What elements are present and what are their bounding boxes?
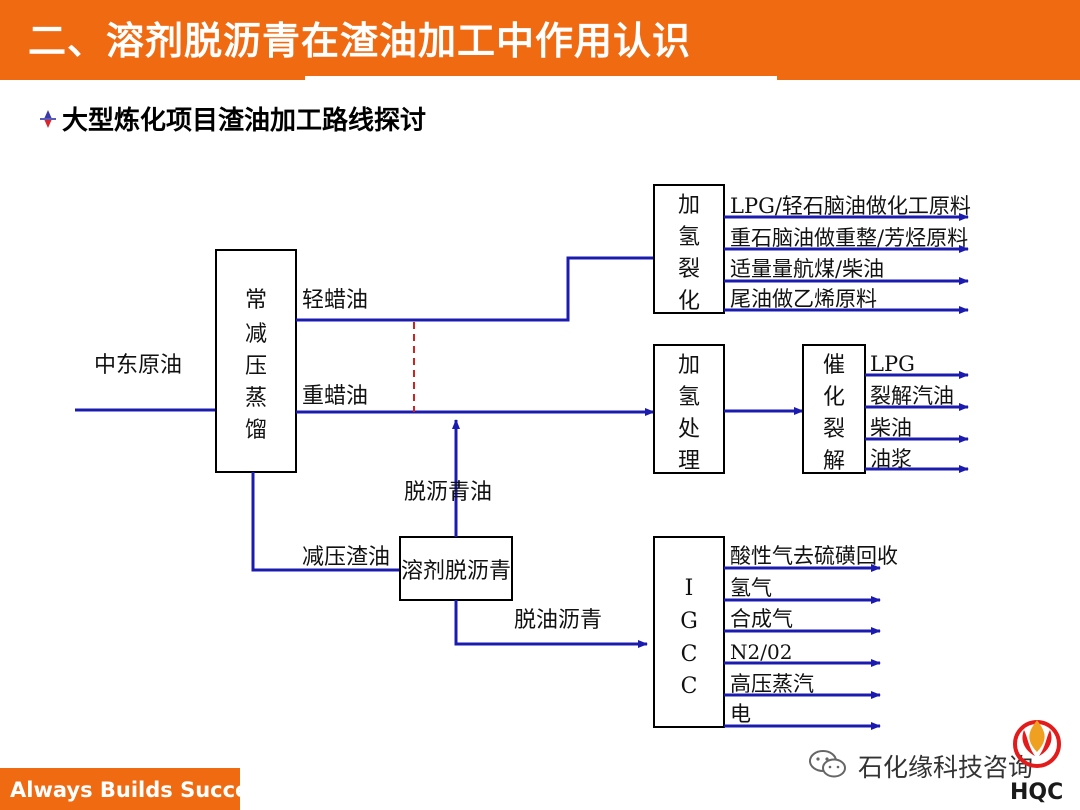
hc-char-1: 加 xyxy=(678,193,700,218)
fcc-char-1: 催 xyxy=(823,353,845,378)
footer-slogan: Always Builds Success xyxy=(10,778,275,802)
dao-label: 脱沥青油 xyxy=(404,480,492,505)
vacuum-residue-label: 减压渣油 xyxy=(302,545,390,570)
igcc-char-3: C xyxy=(681,642,698,667)
hc-product-1: LPG/轻石脑油做化工原料 xyxy=(730,194,971,218)
sda-label: 溶剂脱沥青 xyxy=(401,559,511,584)
heavy-wax-oil-label: 重蜡油 xyxy=(302,384,368,409)
igcc-product-5: 高压蒸汽 xyxy=(730,672,814,696)
hc-char-4: 化 xyxy=(678,289,700,314)
distill-char-3: 压 xyxy=(245,354,267,379)
hc-product-3: 适量量航煤/柴油 xyxy=(730,257,884,281)
distill-char-1: 常 xyxy=(245,288,267,313)
title-bar-notch xyxy=(305,76,777,84)
igcc-char-1: I xyxy=(685,576,694,601)
igcc-product-2: 氢气 xyxy=(730,576,772,600)
igcc-product-3: 合成气 xyxy=(730,607,793,631)
fcc-product-4: 油浆 xyxy=(870,447,912,471)
light-wax-oil-label: 轻蜡油 xyxy=(302,288,368,313)
light-wax-oil-line xyxy=(296,256,654,322)
hc-product-2: 重石脑油做重整/芳烃原料 xyxy=(730,226,968,250)
hc-product-4: 尾油做乙烯原料 xyxy=(730,287,877,311)
section-subtitle: 大型炼化项目渣油加工路线探讨 xyxy=(62,106,427,136)
igcc-box xyxy=(653,536,725,728)
fcc-box xyxy=(802,344,866,474)
crude-oil-label: 中东原油 xyxy=(94,353,182,378)
igcc-char-4: C xyxy=(681,674,698,699)
asphalt-line xyxy=(454,600,648,648)
igcc-product-6: 电 xyxy=(730,702,751,726)
igcc-product-1: 酸性气去硫磺回收 xyxy=(730,544,898,568)
title-bar xyxy=(0,0,1080,80)
hydrotreating-box xyxy=(653,344,725,474)
igcc-product-4: N2/02 xyxy=(730,640,792,664)
bullet-icon xyxy=(40,110,56,128)
fcc-product-1: LPG xyxy=(870,352,915,376)
hc-char-2: 氢 xyxy=(678,225,700,250)
igcc-char-2: G xyxy=(680,609,698,634)
fcc-product-3: 柴油 xyxy=(870,416,912,440)
logo-text: HQC xyxy=(1010,780,1064,805)
vacuum-residue-line xyxy=(251,472,400,572)
fcc-char-4: 解 xyxy=(823,449,845,474)
watermark-text: 石化缘科技咨询 xyxy=(858,753,1034,782)
fcc-char-2: 化 xyxy=(823,385,845,410)
distill-char-2: 减 xyxy=(245,322,267,347)
fcc-char-3: 裂 xyxy=(823,417,845,442)
distill-char-4: 蒸 xyxy=(245,386,267,411)
page-title: 二、溶剂脱沥青在渣油加工中作用认识 xyxy=(28,19,692,63)
distillation-box xyxy=(215,249,297,473)
ht-char-1: 加 xyxy=(678,353,700,378)
ht-char-2: 氢 xyxy=(678,385,700,410)
distill-char-5: 馏 xyxy=(245,418,267,443)
ht-char-3: 处 xyxy=(678,417,700,442)
wechat-icon xyxy=(809,750,846,778)
footer-bar xyxy=(0,768,240,810)
fcc-product-2: 裂解汽油 xyxy=(870,384,954,408)
hc-char-3: 裂 xyxy=(678,257,700,282)
asphalt-label: 脱油沥青 xyxy=(514,608,602,633)
hqc-logo-icon xyxy=(1013,720,1061,768)
ht-char-4: 理 xyxy=(678,449,700,474)
